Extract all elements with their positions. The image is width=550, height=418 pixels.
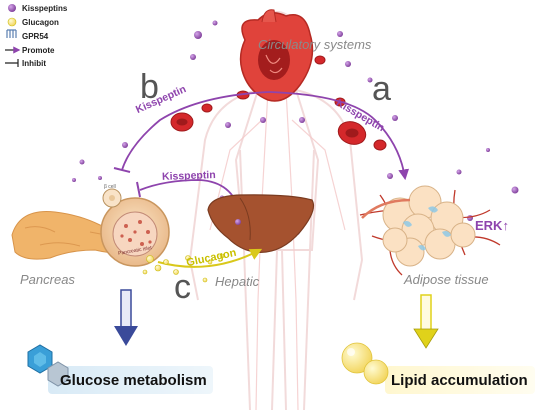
heart-illustration	[239, 9, 314, 102]
pathway-c-signal-label: Kisspeptin	[161, 169, 216, 183]
adipose-label: Adipose tissue	[404, 272, 489, 287]
legend-label: Kisspeptins	[22, 3, 68, 13]
legend-item-gpr54: GPR54	[22, 30, 48, 42]
erk-marker: ERK↑	[475, 218, 509, 233]
red-blood-cells	[170, 55, 387, 151]
glucagon-particles	[142, 253, 225, 283]
pathway-c-letter: c	[174, 268, 191, 306]
lipid-box	[385, 366, 535, 394]
lipid-accumulation-label: Lipid accumulation	[391, 372, 528, 389]
pathway-b-letter: b	[140, 68, 159, 106]
adipose-outcome-arrow	[413, 294, 439, 349]
pancreas-outcome-arrow	[114, 289, 138, 346]
legend-item-promote: Promote	[22, 44, 54, 56]
legend-label: Glucagon	[22, 17, 59, 27]
legend-label: Promote	[22, 45, 55, 55]
pathway-a-arc	[269, 91, 410, 181]
pathway-b-arc	[121, 91, 271, 171]
legend-item-glucagon: Glucagon	[22, 16, 59, 28]
circulatory-systems-label: Circulatory systems	[258, 37, 372, 52]
adipose-tissue-illustration	[359, 185, 501, 276]
hepatic-label: Hepatic	[215, 274, 260, 289]
lipid-droplet-icon	[341, 342, 389, 385]
pancreatic-islet	[100, 188, 170, 267]
pathway-a-letter: a	[372, 70, 391, 108]
legend-icons	[5, 4, 21, 67]
glucose-metabolism-label: Glucose metabolism	[60, 372, 207, 389]
legend-item-kisspeptins: Kisspeptins	[22, 2, 67, 14]
beta-cell-label: β cell	[104, 184, 116, 190]
liver-illustration	[207, 194, 315, 253]
glucose-box	[48, 366, 213, 394]
pancreas-label: Pancreas	[20, 272, 75, 287]
legend-item-inhibit: Inhibit	[22, 57, 46, 69]
pathway-c-inhibit-bar	[136, 181, 141, 198]
legend-label: Inhibit	[22, 58, 46, 68]
glucagon-arrow	[157, 248, 263, 268]
glucose-hexagon-icon	[27, 344, 69, 387]
pathway-b-inhibit-bar	[113, 167, 131, 173]
legend-label: GPR54	[22, 31, 49, 41]
